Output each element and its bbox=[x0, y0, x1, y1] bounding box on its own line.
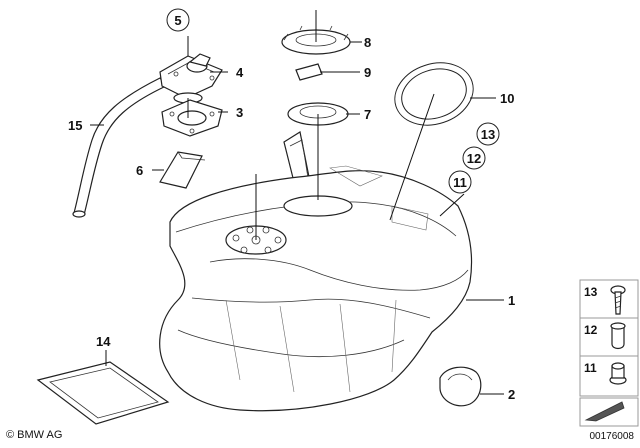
legend-label-13: 13 bbox=[584, 285, 598, 299]
callout-11: 11 bbox=[453, 175, 467, 190]
callout-6: 6 bbox=[136, 163, 143, 178]
callout-7: 7 bbox=[364, 107, 371, 122]
callout-3: 3 bbox=[236, 105, 243, 120]
callout-9: 9 bbox=[364, 65, 371, 80]
callout-15: 15 bbox=[68, 118, 82, 133]
legend-label-11: 11 bbox=[584, 361, 597, 375]
callout-12: 12 bbox=[467, 151, 481, 166]
callout-labels: 5 4 3 6 15 8 9 7 10 13 12 11 1 2 14 bbox=[68, 8, 515, 402]
part-hose bbox=[72, 77, 167, 218]
legend-cell-11 bbox=[579, 355, 639, 397]
bushing-icon bbox=[609, 362, 627, 385]
part-mat bbox=[36, 361, 170, 425]
callout-circle-5 bbox=[166, 8, 190, 32]
part-clip bbox=[295, 63, 323, 81]
legend-cell-12 bbox=[579, 317, 639, 359]
callout-1: 1 bbox=[508, 293, 515, 308]
document-number: 00176008 bbox=[589, 431, 635, 442]
part-gasket-plate bbox=[161, 99, 223, 137]
part-seal bbox=[283, 102, 349, 191]
copyright-credit: © BMW AG bbox=[6, 429, 63, 441]
callout-2: 2 bbox=[508, 387, 515, 402]
callout-circle-13 bbox=[476, 122, 500, 146]
callout-13: 13 bbox=[481, 127, 495, 142]
screw-icon bbox=[610, 285, 626, 315]
callout-14: 14 bbox=[96, 334, 111, 349]
part-valve-assembly bbox=[159, 53, 223, 104]
part-fuel-tank bbox=[159, 165, 473, 412]
small-parts-legend: 13 12 11 bbox=[579, 279, 639, 427]
callout-8: 8 bbox=[364, 35, 371, 50]
part-buffer bbox=[439, 366, 482, 407]
grommet-icon bbox=[610, 322, 626, 350]
legend-label-12: 12 bbox=[584, 323, 598, 337]
callout-5: 5 bbox=[174, 13, 181, 28]
callout-10: 10 bbox=[500, 91, 514, 106]
callout-circle-12 bbox=[462, 146, 486, 170]
leader-lines bbox=[90, 10, 504, 395]
direction-arrow-icon bbox=[584, 401, 625, 422]
callout-circle-11 bbox=[448, 170, 472, 194]
callout-4: 4 bbox=[236, 65, 244, 80]
part-pad bbox=[159, 151, 206, 189]
